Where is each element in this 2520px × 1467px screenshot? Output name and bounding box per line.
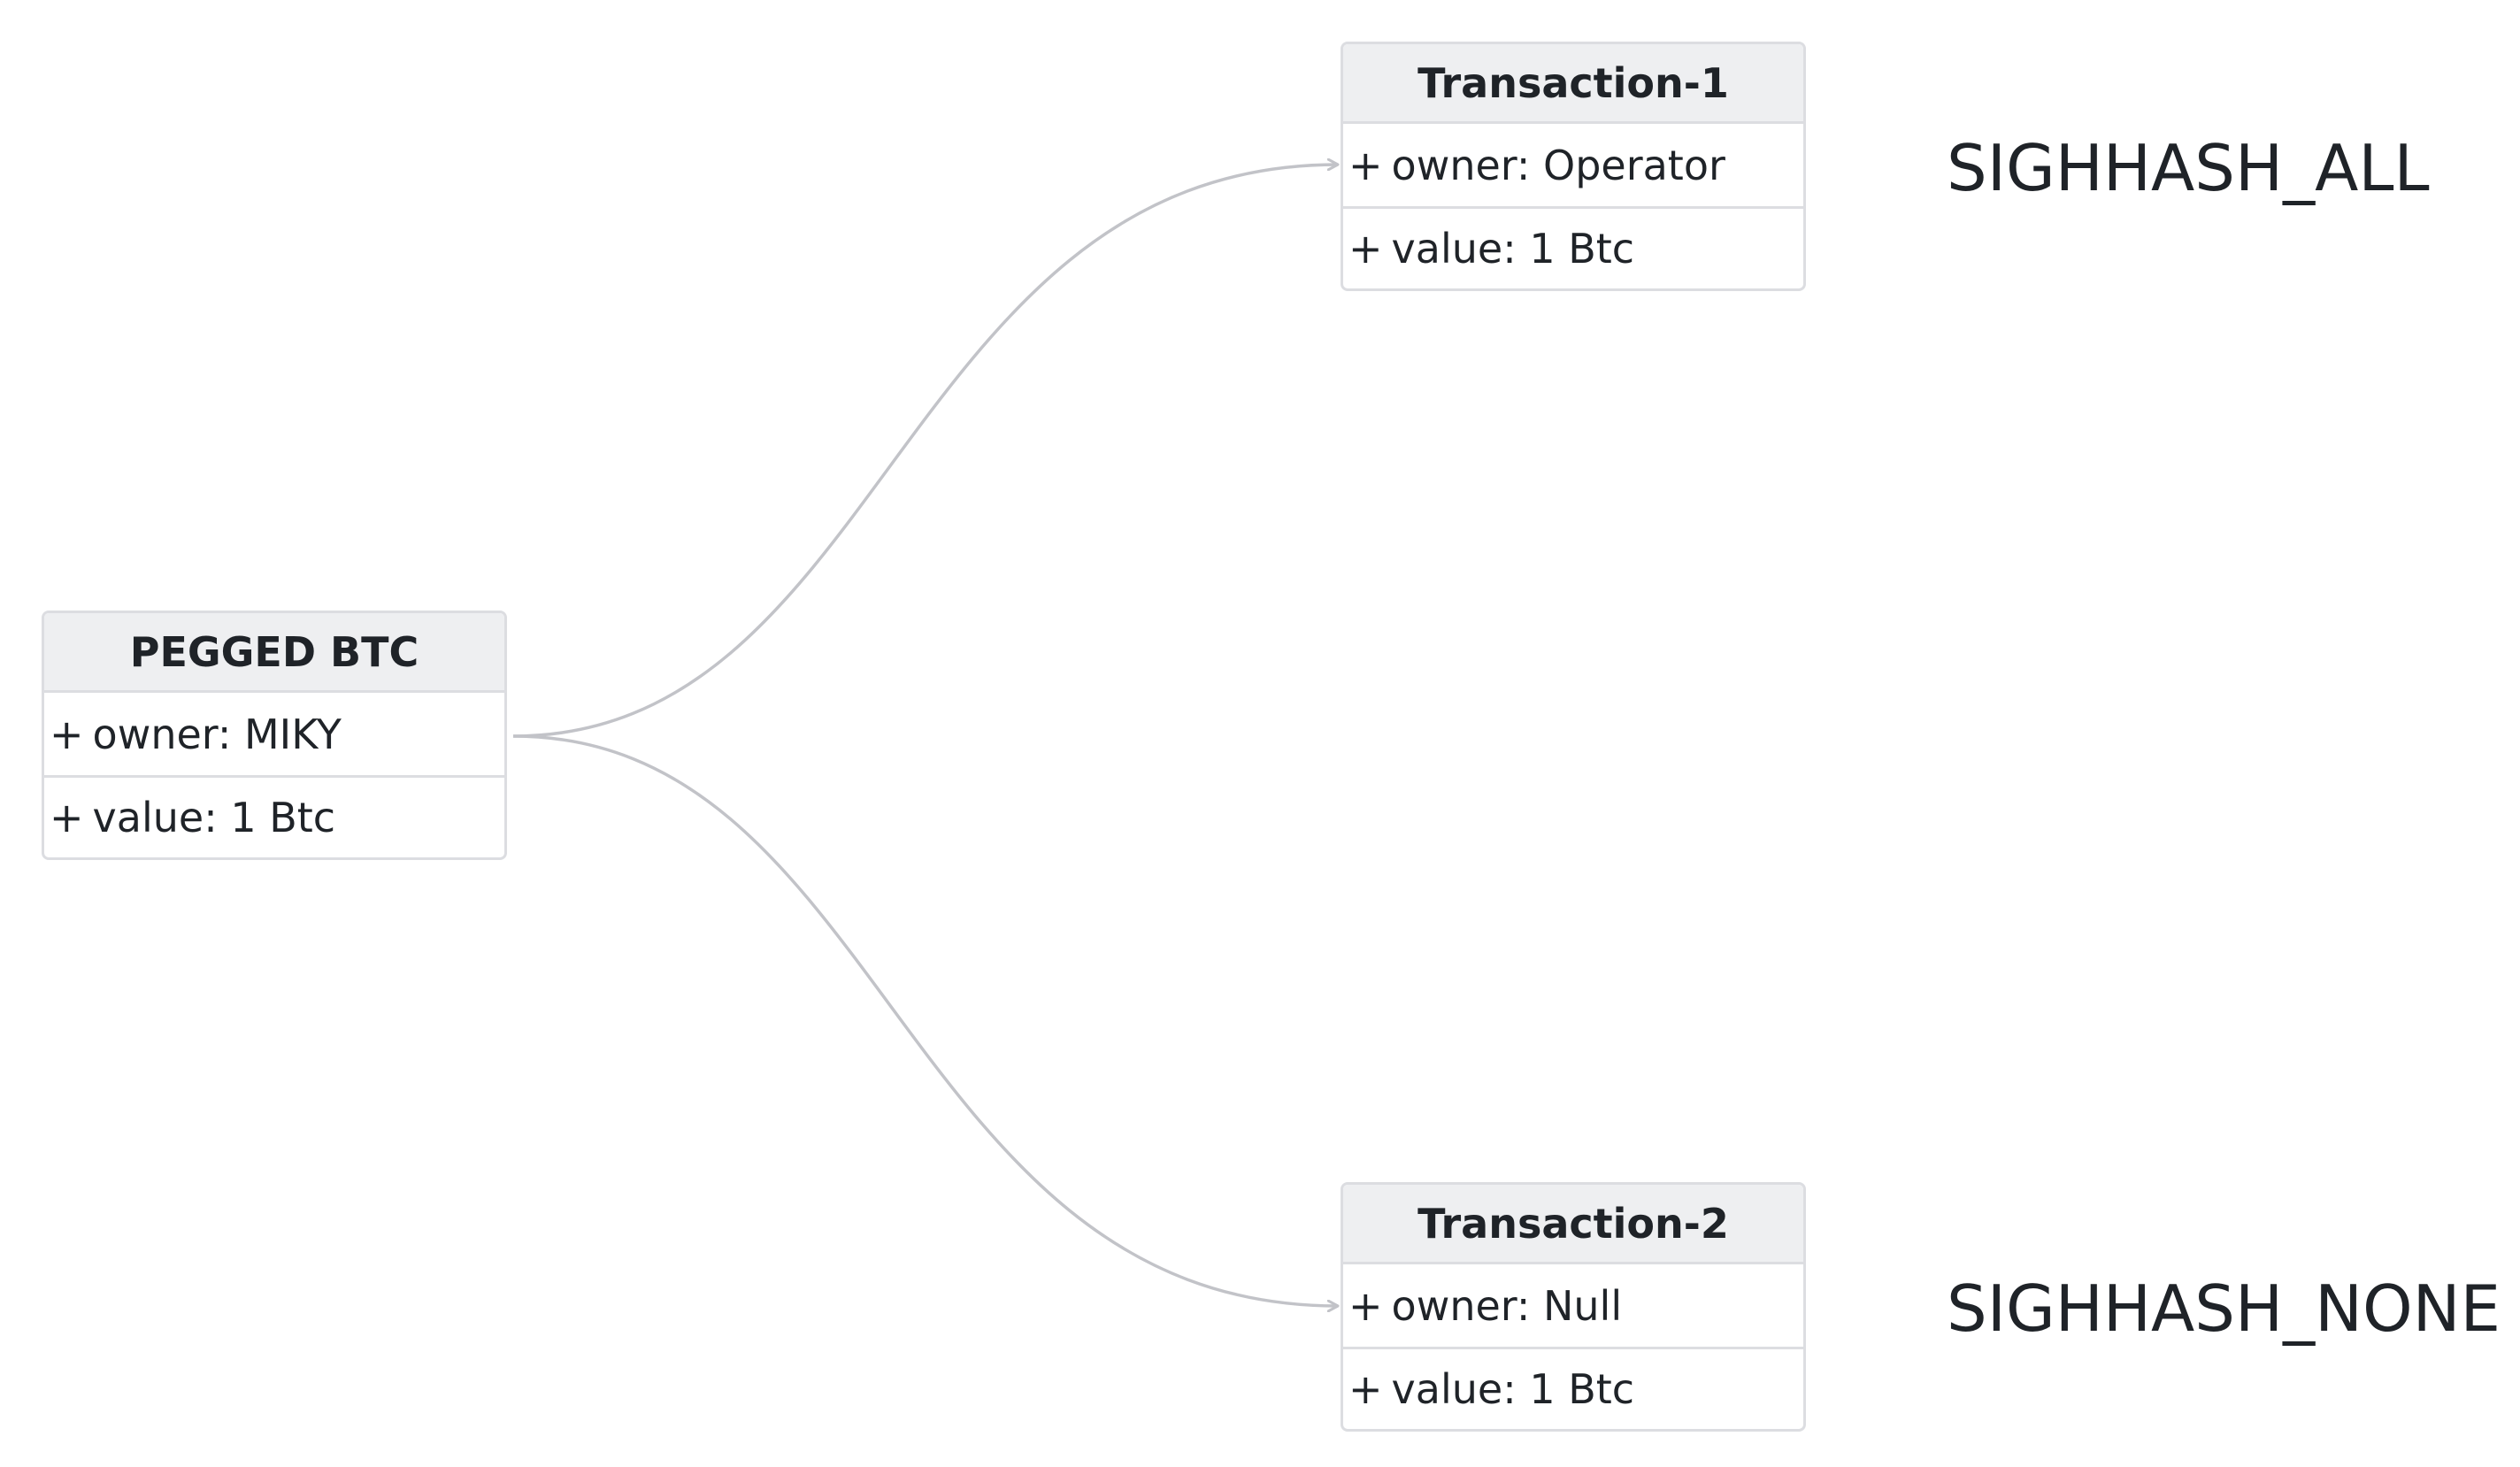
attribute-text: value: 1 Btc	[1391, 225, 1635, 273]
sighash-label-transaction-2: SIGHHASH_NONE	[1947, 1271, 2501, 1346]
visibility-marker: +	[50, 710, 84, 758]
node-title: Transaction-1	[1343, 44, 1803, 124]
edge-pegged-to-transaction-1	[512, 165, 1338, 738]
node-attribute-owner: + owner: Null	[1343, 1264, 1803, 1347]
attribute-text: value: 1 Btc	[92, 794, 336, 841]
node-transaction-2[interactable]: Transaction-2 + owner: Null + value: 1 B…	[1341, 1182, 1806, 1432]
attribute-text: value: 1 Btc	[1391, 1365, 1635, 1413]
node-title: Transaction-2	[1343, 1185, 1803, 1264]
node-attribute-value: + value: 1 Btc	[44, 775, 504, 857]
attribute-text: owner: Null	[1391, 1281, 1623, 1330]
visibility-marker: +	[1348, 1365, 1383, 1413]
edge-pegged-to-transaction-2	[512, 734, 1338, 1306]
node-attribute-owner: + owner: Operator	[1343, 124, 1803, 206]
node-attribute-value: + value: 1 Btc	[1343, 206, 1803, 288]
visibility-marker: +	[1348, 225, 1383, 273]
visibility-marker: +	[1348, 1281, 1383, 1330]
attribute-text: owner: Operator	[1391, 141, 1725, 189]
sighash-label-transaction-1: SIGHHASH_ALL	[1947, 131, 2430, 205]
visibility-marker: +	[1348, 141, 1383, 189]
node-title: PEGGED BTC	[44, 613, 504, 693]
node-pegged-btc[interactable]: PEGGED BTC + owner: MIKY + value: 1 Btc	[42, 611, 507, 860]
attribute-text: owner: MIKY	[92, 710, 342, 758]
node-attribute-value: + value: 1 Btc	[1343, 1347, 1803, 1429]
visibility-marker: +	[50, 794, 84, 841]
node-attribute-owner: + owner: MIKY	[44, 693, 504, 775]
node-transaction-1[interactable]: Transaction-1 + owner: Operator + value:…	[1341, 42, 1806, 291]
